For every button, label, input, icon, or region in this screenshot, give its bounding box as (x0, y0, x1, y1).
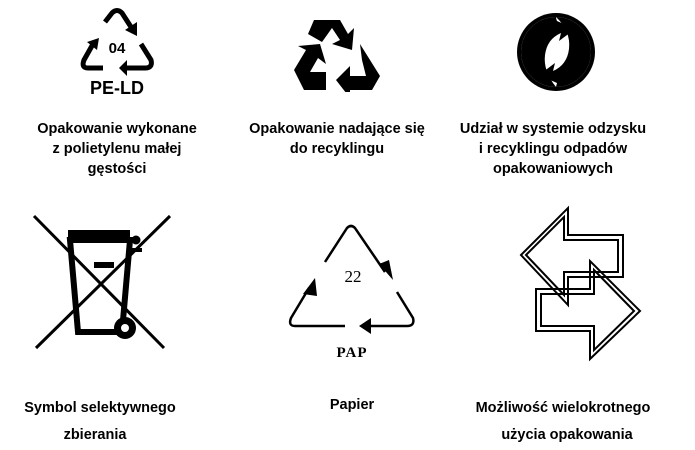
label-line: Symbol selektywnego (24, 400, 176, 416)
plastic-abbr: PE-LD (90, 78, 144, 98)
recyclable-label: Opakowanie nadające się do recyklingu (227, 119, 447, 159)
paper-recycling-icon: 22 PAP (288, 224, 415, 361)
label-line: Opakowanie nadające się (249, 121, 425, 137)
label-line: z polietylenu małej (52, 141, 182, 157)
pe-ld-label: Opakowanie wykonane z polietylenu małej … (17, 119, 217, 179)
label-line: zbierania (63, 427, 127, 443)
plastic-code: 04 (109, 40, 126, 57)
label-line: Możliwość wielokrotnego (475, 400, 651, 416)
label-line: opakowaniowych (492, 161, 614, 177)
label-line: do recyklingu (289, 141, 385, 157)
label-line: użycia opakowania (501, 427, 633, 443)
reusable-label: Możliwość wielokrotnego użycia opakowani… (453, 395, 673, 449)
paper-code: 22 (345, 267, 362, 286)
pe-ld-recycling-icon: 04 PE-LD (80, 8, 154, 98)
selective-collection-label: Symbol selektywnego zbierania (0, 395, 200, 449)
label-line: Opakowanie wykonane (37, 121, 197, 137)
label-line: gęstości (87, 161, 147, 177)
green-dot-icon (517, 13, 595, 91)
label-line: i recyklingu odpadów (478, 141, 628, 157)
label-line: Udział w systemie odzysku (459, 121, 647, 137)
recycle-icon (294, 20, 380, 92)
green-dot-label: Udział w systemie odzysku i recyklingu o… (443, 119, 663, 179)
reusable-arrows-icon (519, 205, 642, 362)
paper-label: Papier (302, 395, 402, 415)
paper-abbr: PAP (336, 345, 367, 361)
crossed-bin-icon (32, 214, 172, 350)
label-line: Papier (329, 397, 375, 413)
